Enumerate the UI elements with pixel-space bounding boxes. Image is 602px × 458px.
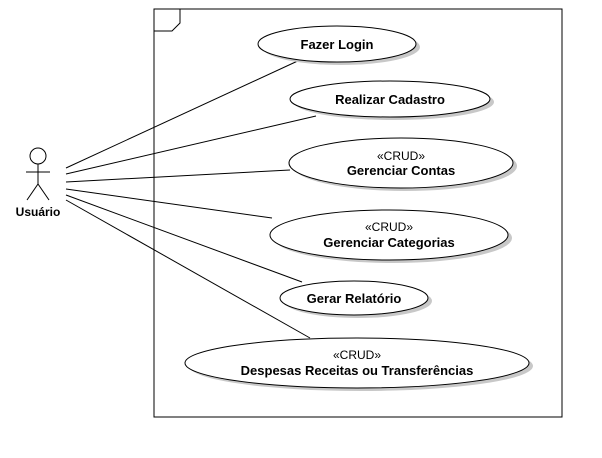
use-case-title: Realizar Cadastro: [335, 92, 445, 107]
use-case-title: Despesas Receitas ou Transferências: [241, 363, 474, 378]
use-case-fazer-login[interactable]: Fazer Login: [257, 25, 420, 65]
use-case-ellipse: [279, 280, 429, 316]
use-case-realizar-cadastro[interactable]: Realizar Cadastro: [289, 80, 494, 120]
association-gerenciar-contas[interactable]: [65, 169, 291, 183]
use-case-gerenciar-contas[interactable]: «CRUD» Gerenciar Contas: [288, 137, 517, 191]
use-case-title: Gerar Relatório: [307, 291, 402, 306]
use-case-gerar-relatorio[interactable]: Gerar Relatório: [279, 280, 432, 318]
use-case-stereotype: «CRUD»: [377, 149, 425, 163]
actor-left-leg: [26, 183, 39, 201]
actor-head: [29, 147, 47, 165]
use-case-ellipse: [184, 337, 530, 389]
actor-label: Usuário: [16, 205, 61, 219]
association-gerar-relatorio[interactable]: [65, 194, 303, 283]
boundary-corner-tab: [154, 9, 181, 32]
use-case-title: Gerenciar Contas: [347, 163, 455, 178]
actor-right-leg: [37, 183, 50, 201]
association-fazer-login[interactable]: [65, 58, 303, 169]
association-despesas-receitas[interactable]: [65, 199, 311, 339]
use-case-ellipse: [257, 25, 417, 63]
use-case-ellipse: [289, 80, 491, 118]
use-case-stereotype: «CRUD»: [333, 348, 381, 362]
association-gerenciar-categorias[interactable]: [65, 188, 273, 219]
use-case-despesas-receitas[interactable]: «CRUD» Despesas Receitas ou Transferênci…: [184, 337, 533, 391]
use-case-title: Gerenciar Categorias: [323, 235, 455, 250]
use-case-gerenciar-categorias[interactable]: «CRUD» Gerenciar Categorias: [269, 209, 512, 263]
use-case-title: Fazer Login: [301, 37, 374, 52]
use-case-stereotype: «CRUD»: [365, 220, 413, 234]
use-case-ellipse: [269, 209, 509, 261]
associations: [65, 58, 317, 339]
association-realizar-cadastro[interactable]: [65, 115, 317, 175]
actor-usuario[interactable]: Usuário: [16, 147, 61, 219]
use-case-ellipse: [288, 137, 514, 189]
